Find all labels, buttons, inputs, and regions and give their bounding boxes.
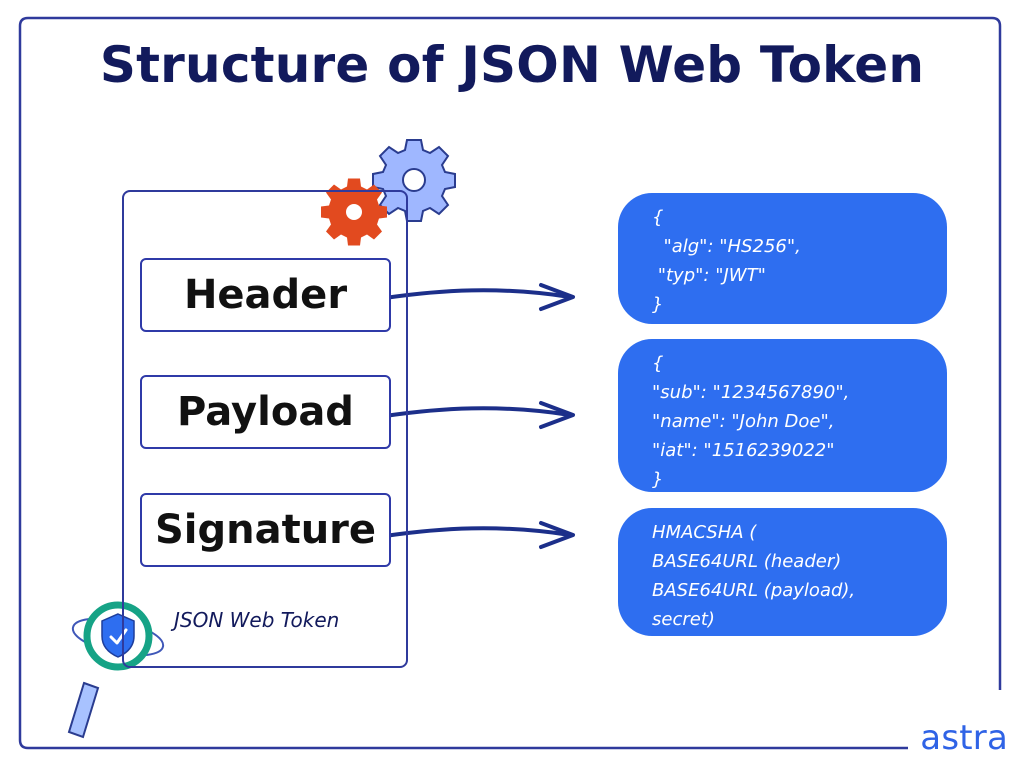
brand-logo: astra bbox=[920, 718, 1008, 758]
token-part-payload: Payload bbox=[140, 375, 391, 449]
arrow-payload bbox=[383, 406, 572, 418]
token-part-signature: Signature bbox=[140, 493, 391, 567]
arrow-signature-head bbox=[539, 521, 575, 549]
arrow-header-head bbox=[539, 283, 575, 311]
token-part-header: Header bbox=[140, 258, 391, 332]
arrow-header bbox=[383, 288, 572, 300]
arrow-payload-head bbox=[539, 401, 575, 429]
signature-formula-block: HMACSHA ( BASE64URL (header) BASE64URL (… bbox=[618, 508, 947, 636]
page-title: Structure of JSON Web Token bbox=[99, 36, 925, 94]
arrow-signature bbox=[383, 526, 572, 538]
payload-json-block: { "sub": "1234567890", "name": "John Doe… bbox=[618, 339, 947, 492]
header-json-block: { "alg": "HS256", "typ": "JWT" } bbox=[618, 193, 947, 324]
token-caption: JSON Web Token bbox=[174, 608, 340, 632]
token-container bbox=[122, 190, 408, 668]
